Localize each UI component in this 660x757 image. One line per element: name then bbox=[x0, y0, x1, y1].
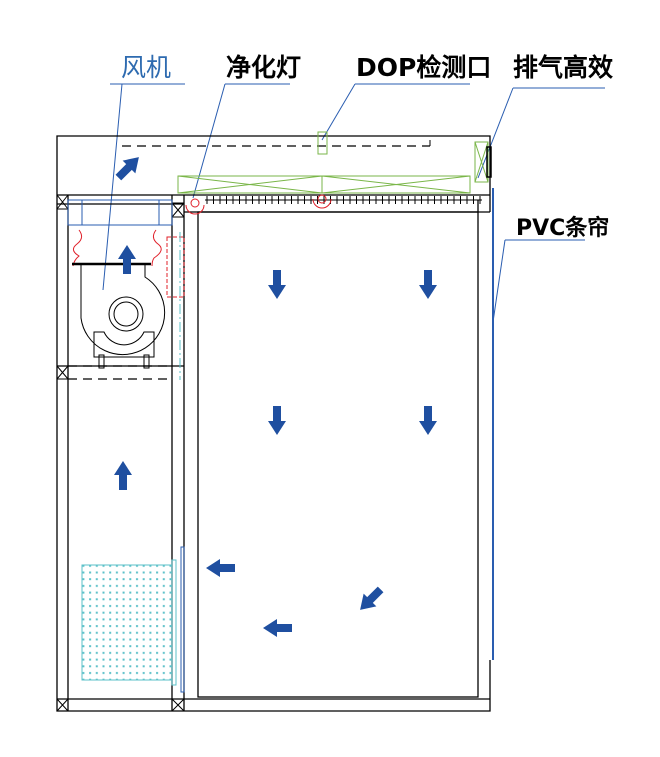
arrow-down-icon bbox=[419, 270, 437, 299]
arrow-left-icon bbox=[206, 559, 235, 577]
purification-lamps bbox=[72, 194, 332, 298]
fan-plenum bbox=[67, 199, 173, 226]
dop-port bbox=[317, 131, 328, 155]
leader-lines bbox=[102, 83, 605, 323]
leader-pvc bbox=[492, 239, 506, 323]
arrow-diagonal-icon bbox=[353, 583, 387, 617]
label-fan: 风机 bbox=[121, 53, 172, 82]
label-purification-lamp: 净化灯 bbox=[226, 53, 302, 82]
leader-exhaust bbox=[477, 87, 514, 179]
arrow-up-icon bbox=[118, 245, 136, 274]
arrow-down-icon bbox=[419, 406, 437, 435]
return-grille bbox=[180, 546, 185, 693]
arrow-left-icon bbox=[263, 619, 292, 637]
leader-fan bbox=[102, 83, 123, 291]
fan-unit bbox=[72, 262, 166, 369]
arrow-down-icon bbox=[268, 270, 286, 299]
arrow-up-right-icon bbox=[112, 150, 146, 184]
dashed-lines bbox=[68, 145, 430, 380]
leader-dop bbox=[321, 83, 356, 141]
exhaust-damper bbox=[486, 146, 492, 178]
prefilter bbox=[81, 564, 173, 681]
exhaust-hepa bbox=[474, 141, 489, 183]
airflow-arrows bbox=[112, 150, 437, 637]
label-exhaust-hepa: 排气高效 bbox=[513, 53, 614, 82]
leader-lamp bbox=[192, 83, 226, 199]
ceiling-grille bbox=[205, 196, 482, 204]
arrow-down-icon bbox=[268, 406, 286, 435]
hepa-filter bbox=[177, 131, 489, 194]
arrow-up-icon bbox=[114, 461, 132, 490]
label-dop-port: DOP检测口 bbox=[356, 53, 492, 82]
prefilter-frame bbox=[171, 559, 177, 686]
label-pvc-curtain: PVC条帘 bbox=[516, 216, 610, 241]
